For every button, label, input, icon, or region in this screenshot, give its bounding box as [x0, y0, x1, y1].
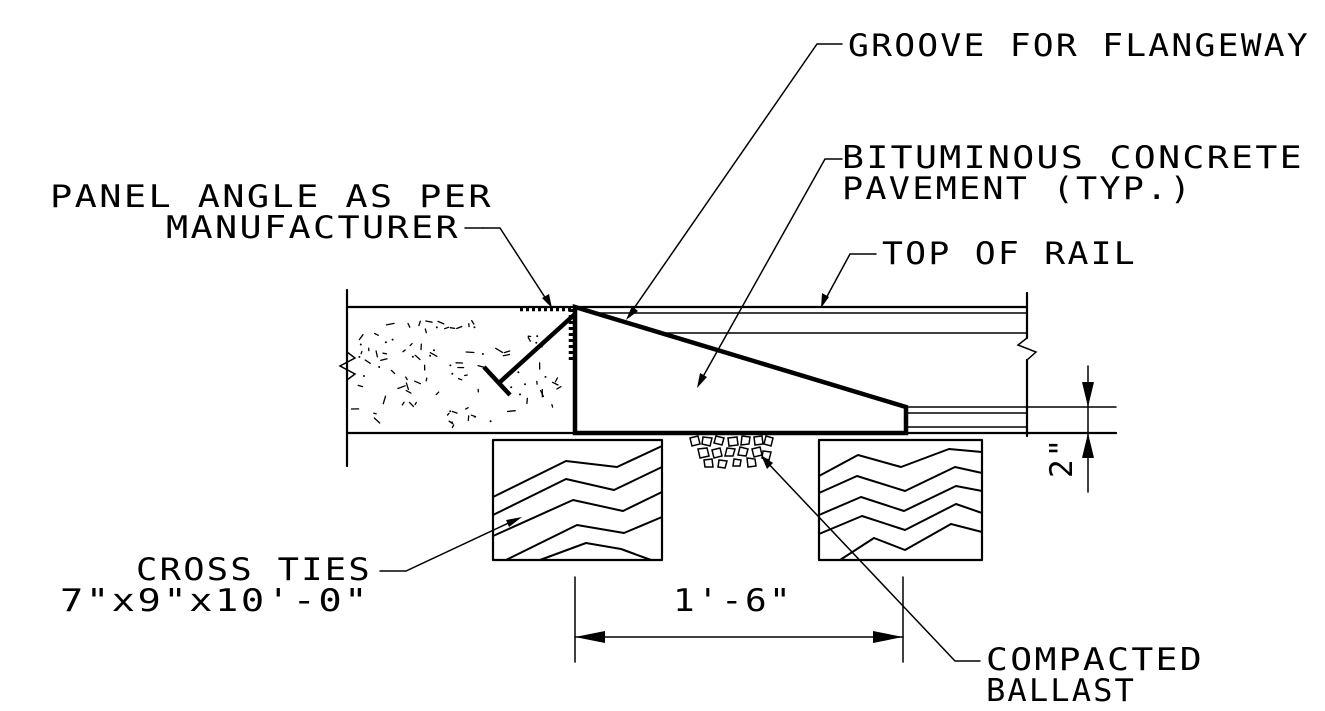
rail — [573, 291, 1118, 438]
label-groove-for-flangeway: GROOVE FOR FLANGEWAY — [848, 28, 1310, 64]
label-compacted-line1: COMPACTED — [986, 642, 1204, 678]
label-panel-angle-line2: MANUFACTURER — [166, 210, 460, 246]
concrete-panel — [338, 288, 577, 468]
label-top-of-rail: TOP OF RAIL — [882, 236, 1137, 272]
dimension-tie-spacing — [574, 576, 904, 663]
compacted-ballast — [689, 435, 774, 469]
dimension-label-depth: 2" — [1044, 437, 1080, 478]
dimension-label-tie-spacing: 1'-6" — [673, 583, 793, 619]
cross-tie-left — [491, 438, 664, 562]
label-cross-ties-line1: CROSS TIES — [136, 552, 372, 588]
label-ballast-line2: BALLAST — [986, 673, 1136, 709]
label-cross-ties-line2: 7"x9"x10'-0" — [60, 583, 370, 619]
label-panel-angle-line1: PANEL ANGLE AS PER — [50, 179, 493, 215]
panel-angle — [482, 306, 577, 397]
label-bituminous-line1: BITUMINOUS CONCRETE — [842, 140, 1304, 176]
dimension-depth — [1082, 365, 1094, 493]
concrete-aggregate-texture — [350, 319, 562, 429]
cross-tie-right — [817, 438, 984, 562]
leader-lines — [379, 43, 981, 662]
label-bituminous-line2: PAVEMENT (TYP.) — [842, 171, 1193, 207]
bituminous-wedge — [572, 303, 909, 436]
